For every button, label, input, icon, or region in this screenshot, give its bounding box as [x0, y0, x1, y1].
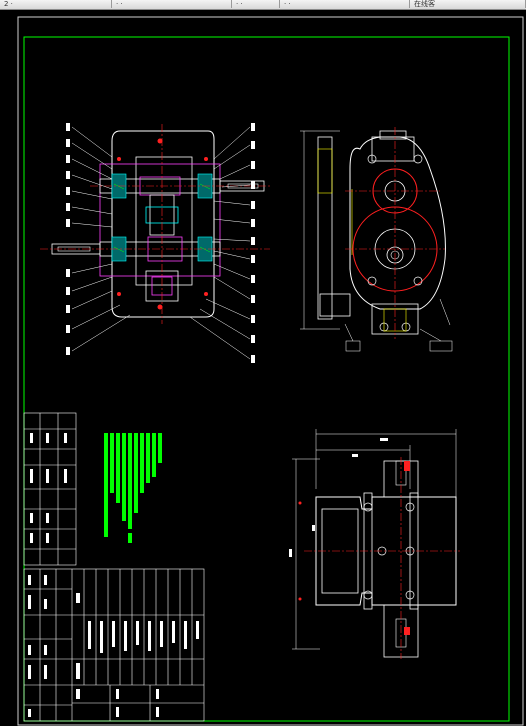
side-view	[300, 127, 453, 352]
tab-2[interactable]: · ·	[112, 0, 232, 8]
top-section-view	[40, 123, 270, 363]
spec-table	[23, 412, 77, 566]
bottom-view	[289, 429, 460, 659]
tab-5-online-service[interactable]: 在线客	[410, 0, 526, 8]
sheet-border	[17, 16, 524, 726]
drawing-frame	[23, 36, 510, 722]
technical-notes	[104, 433, 162, 543]
browser-tab-bar: 2 · · · · · · · 在线客	[0, 0, 526, 10]
tab-4[interactable]: · ·	[280, 0, 410, 8]
tab-3[interactable]: · ·	[232, 0, 280, 8]
title-block	[23, 568, 205, 722]
cad-drawing-canvas[interactable]	[0, 9, 526, 726]
tab-1[interactable]: 2 ·	[0, 0, 112, 8]
